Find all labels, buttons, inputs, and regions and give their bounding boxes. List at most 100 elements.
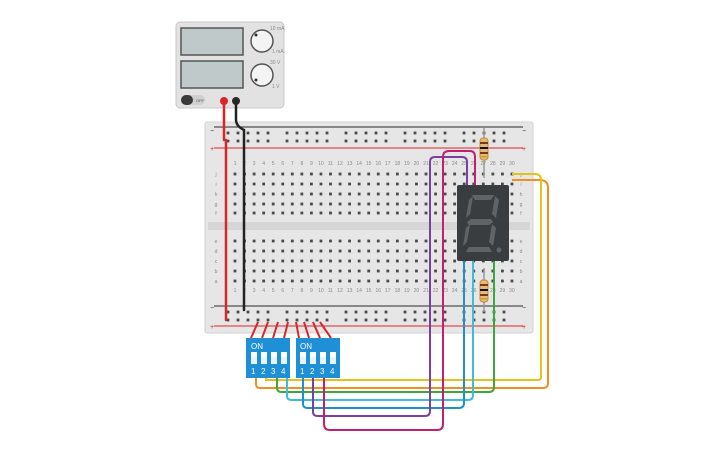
- breadboard-hole[interactable]: [233, 259, 237, 263]
- breadboard-hole[interactable]: [510, 259, 514, 263]
- breadboard-hole[interactable]: [424, 211, 428, 215]
- breadboard-hole[interactable]: [376, 192, 380, 196]
- breadboard-hole[interactable]: [376, 172, 380, 176]
- breadboard-hole[interactable]: [403, 131, 407, 135]
- breadboard-hole[interactable]: [290, 269, 294, 273]
- breadboard-hole[interactable]: [386, 249, 390, 253]
- breadboard-hole[interactable]: [367, 172, 371, 176]
- breadboard-hole[interactable]: [348, 259, 351, 263]
- breadboard-hole[interactable]: [357, 239, 361, 243]
- breadboard-hole[interactable]: [415, 259, 418, 263]
- breadboard-hole[interactable]: [319, 172, 323, 176]
- breadboard-hole[interactable]: [415, 202, 418, 206]
- breadboard-hole[interactable]: [315, 131, 319, 135]
- breadboard-hole[interactable]: [348, 279, 351, 283]
- breadboard-hole[interactable]: [329, 202, 332, 206]
- breadboard-hole[interactable]: [472, 172, 476, 176]
- breadboard-hole[interactable]: [386, 172, 390, 176]
- breadboard-hole[interactable]: [434, 192, 437, 196]
- breadboard-hole[interactable]: [262, 182, 266, 186]
- breadboard-hole[interactable]: [424, 249, 428, 253]
- breadboard-hole[interactable]: [357, 249, 361, 253]
- breadboard-hole[interactable]: [290, 259, 294, 263]
- breadboard-hole[interactable]: [395, 211, 399, 215]
- breadboard-hole[interactable]: [233, 192, 237, 196]
- breadboard-hole[interactable]: [357, 202, 361, 206]
- breadboard-hole[interactable]: [403, 139, 407, 143]
- breadboard-hole[interactable]: [344, 310, 348, 314]
- breadboard-hole[interactable]: [290, 211, 294, 215]
- breadboard-hole[interactable]: [423, 310, 427, 314]
- breadboard-hole[interactable]: [319, 249, 323, 253]
- dip-switch-1[interactable]: ON 1 2 3 4: [246, 338, 290, 378]
- breadboard-hole[interactable]: [413, 310, 417, 314]
- breadboard-hole[interactable]: [233, 172, 237, 176]
- breadboard-hole[interactable]: [405, 202, 409, 206]
- breadboard-hole[interactable]: [271, 182, 275, 186]
- breadboard-hole[interactable]: [492, 131, 496, 135]
- breadboard-hole[interactable]: [376, 202, 380, 206]
- breadboard-hole[interactable]: [472, 182, 476, 186]
- breadboard-hole[interactable]: [443, 192, 447, 196]
- breadboard-hole[interactable]: [233, 279, 237, 283]
- breadboard-hole[interactable]: [285, 139, 289, 143]
- breadboard-hole[interactable]: [295, 131, 299, 135]
- breadboard-hole[interactable]: [246, 318, 250, 322]
- breadboard-hole[interactable]: [325, 318, 329, 322]
- breadboard-hole[interactable]: [501, 279, 504, 283]
- breadboard-hole[interactable]: [315, 310, 319, 314]
- breadboard-hole[interactable]: [443, 310, 447, 314]
- breadboard-hole[interactable]: [405, 279, 409, 283]
- breadboard-hole[interactable]: [233, 239, 237, 243]
- breadboard-hole[interactable]: [319, 202, 323, 206]
- breadboard-hole[interactable]: [386, 269, 390, 273]
- breadboard-hole[interactable]: [443, 318, 447, 322]
- breadboard-hole[interactable]: [310, 211, 313, 215]
- breadboard-hole[interactable]: [338, 259, 342, 263]
- breadboard-hole[interactable]: [319, 269, 323, 273]
- seven-segment-display-icon[interactable]: [457, 185, 509, 261]
- breadboard-hole[interactable]: [246, 310, 250, 314]
- breadboard-hole[interactable]: [367, 211, 371, 215]
- breadboard-hole[interactable]: [348, 249, 351, 253]
- breadboard-hole[interactable]: [510, 279, 514, 283]
- resistor-top-icon[interactable]: [479, 128, 489, 178]
- breadboard-hole[interactable]: [453, 182, 457, 186]
- breadboard-hole[interactable]: [285, 318, 289, 322]
- breadboard-hole[interactable]: [424, 202, 428, 206]
- breadboard-hole[interactable]: [354, 131, 358, 135]
- breadboard-hole[interactable]: [501, 182, 504, 186]
- breadboard-hole[interactable]: [386, 279, 390, 283]
- breadboard-hole[interactable]: [262, 239, 266, 243]
- breadboard-hole[interactable]: [376, 239, 380, 243]
- breadboard-hole[interactable]: [453, 211, 457, 215]
- breadboard-hole[interactable]: [434, 202, 437, 206]
- breadboard-hole[interactable]: [367, 192, 371, 196]
- breadboard-hole[interactable]: [233, 269, 237, 273]
- breadboard-hole[interactable]: [338, 202, 342, 206]
- breadboard-hole[interactable]: [329, 279, 332, 283]
- breadboard-hole[interactable]: [236, 310, 240, 314]
- breadboard-hole[interactable]: [492, 139, 496, 143]
- breadboard-hole[interactable]: [510, 269, 514, 273]
- breadboard-hole[interactable]: [443, 239, 447, 243]
- breadboard-hole[interactable]: [300, 211, 304, 215]
- breadboard-hole[interactable]: [374, 131, 378, 135]
- breadboard-hole[interactable]: [502, 131, 506, 135]
- breadboard-hole[interactable]: [462, 182, 466, 186]
- breadboard-hole[interactable]: [281, 269, 285, 273]
- signal-wires[interactable]: [250, 150, 549, 431]
- breadboard-hole[interactable]: [405, 269, 409, 273]
- breadboard-hole[interactable]: [386, 192, 390, 196]
- breadboard-hole[interactable]: [236, 318, 240, 322]
- breadboard-hole[interactable]: [405, 172, 409, 176]
- breadboard-hole[interactable]: [271, 172, 275, 176]
- breadboard-hole[interactable]: [510, 182, 514, 186]
- breadboard-hole[interactable]: [305, 139, 309, 143]
- breadboard-hole[interactable]: [376, 259, 380, 263]
- breadboard-hole[interactable]: [300, 259, 304, 263]
- breadboard-hole[interactable]: [510, 249, 514, 253]
- breadboard-hole[interactable]: [226, 310, 230, 314]
- breadboard-hole[interactable]: [281, 202, 285, 206]
- breadboard-hole[interactable]: [329, 239, 332, 243]
